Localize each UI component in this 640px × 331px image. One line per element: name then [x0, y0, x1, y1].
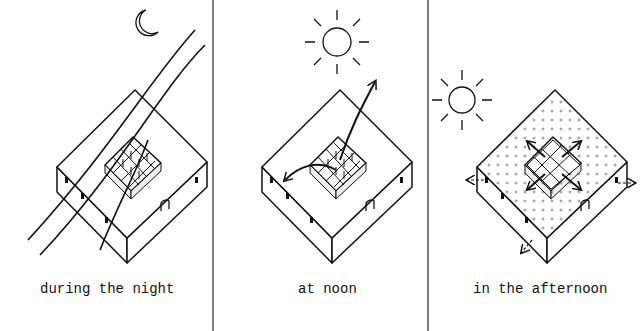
shade-dots: [479, 92, 625, 236]
panel-caption: during the night: [40, 281, 174, 297]
panel-caption: at noon: [298, 281, 357, 297]
panel-caption: in the afternoon: [473, 281, 607, 297]
courtyard: [527, 140, 580, 189]
sun-icon: [305, 10, 369, 74]
air-flow-line: [28, 30, 195, 240]
panel-divider: [427, 0, 429, 331]
sun-icon: [432, 70, 492, 130]
air-flow-arrow: [285, 165, 336, 180]
outflow-arrows: [468, 180, 634, 252]
courtyard-building: [57, 90, 207, 263]
courtyard-building: [262, 90, 412, 263]
courtyard-building: [477, 90, 627, 263]
hot-air-arrow: [340, 82, 375, 160]
air-flow-line: [100, 140, 148, 250]
air-flow-line: [40, 45, 205, 255]
cool-air-arrows: [528, 142, 580, 189]
moon-icon: [136, 10, 158, 36]
panel-divider: [212, 0, 214, 331]
